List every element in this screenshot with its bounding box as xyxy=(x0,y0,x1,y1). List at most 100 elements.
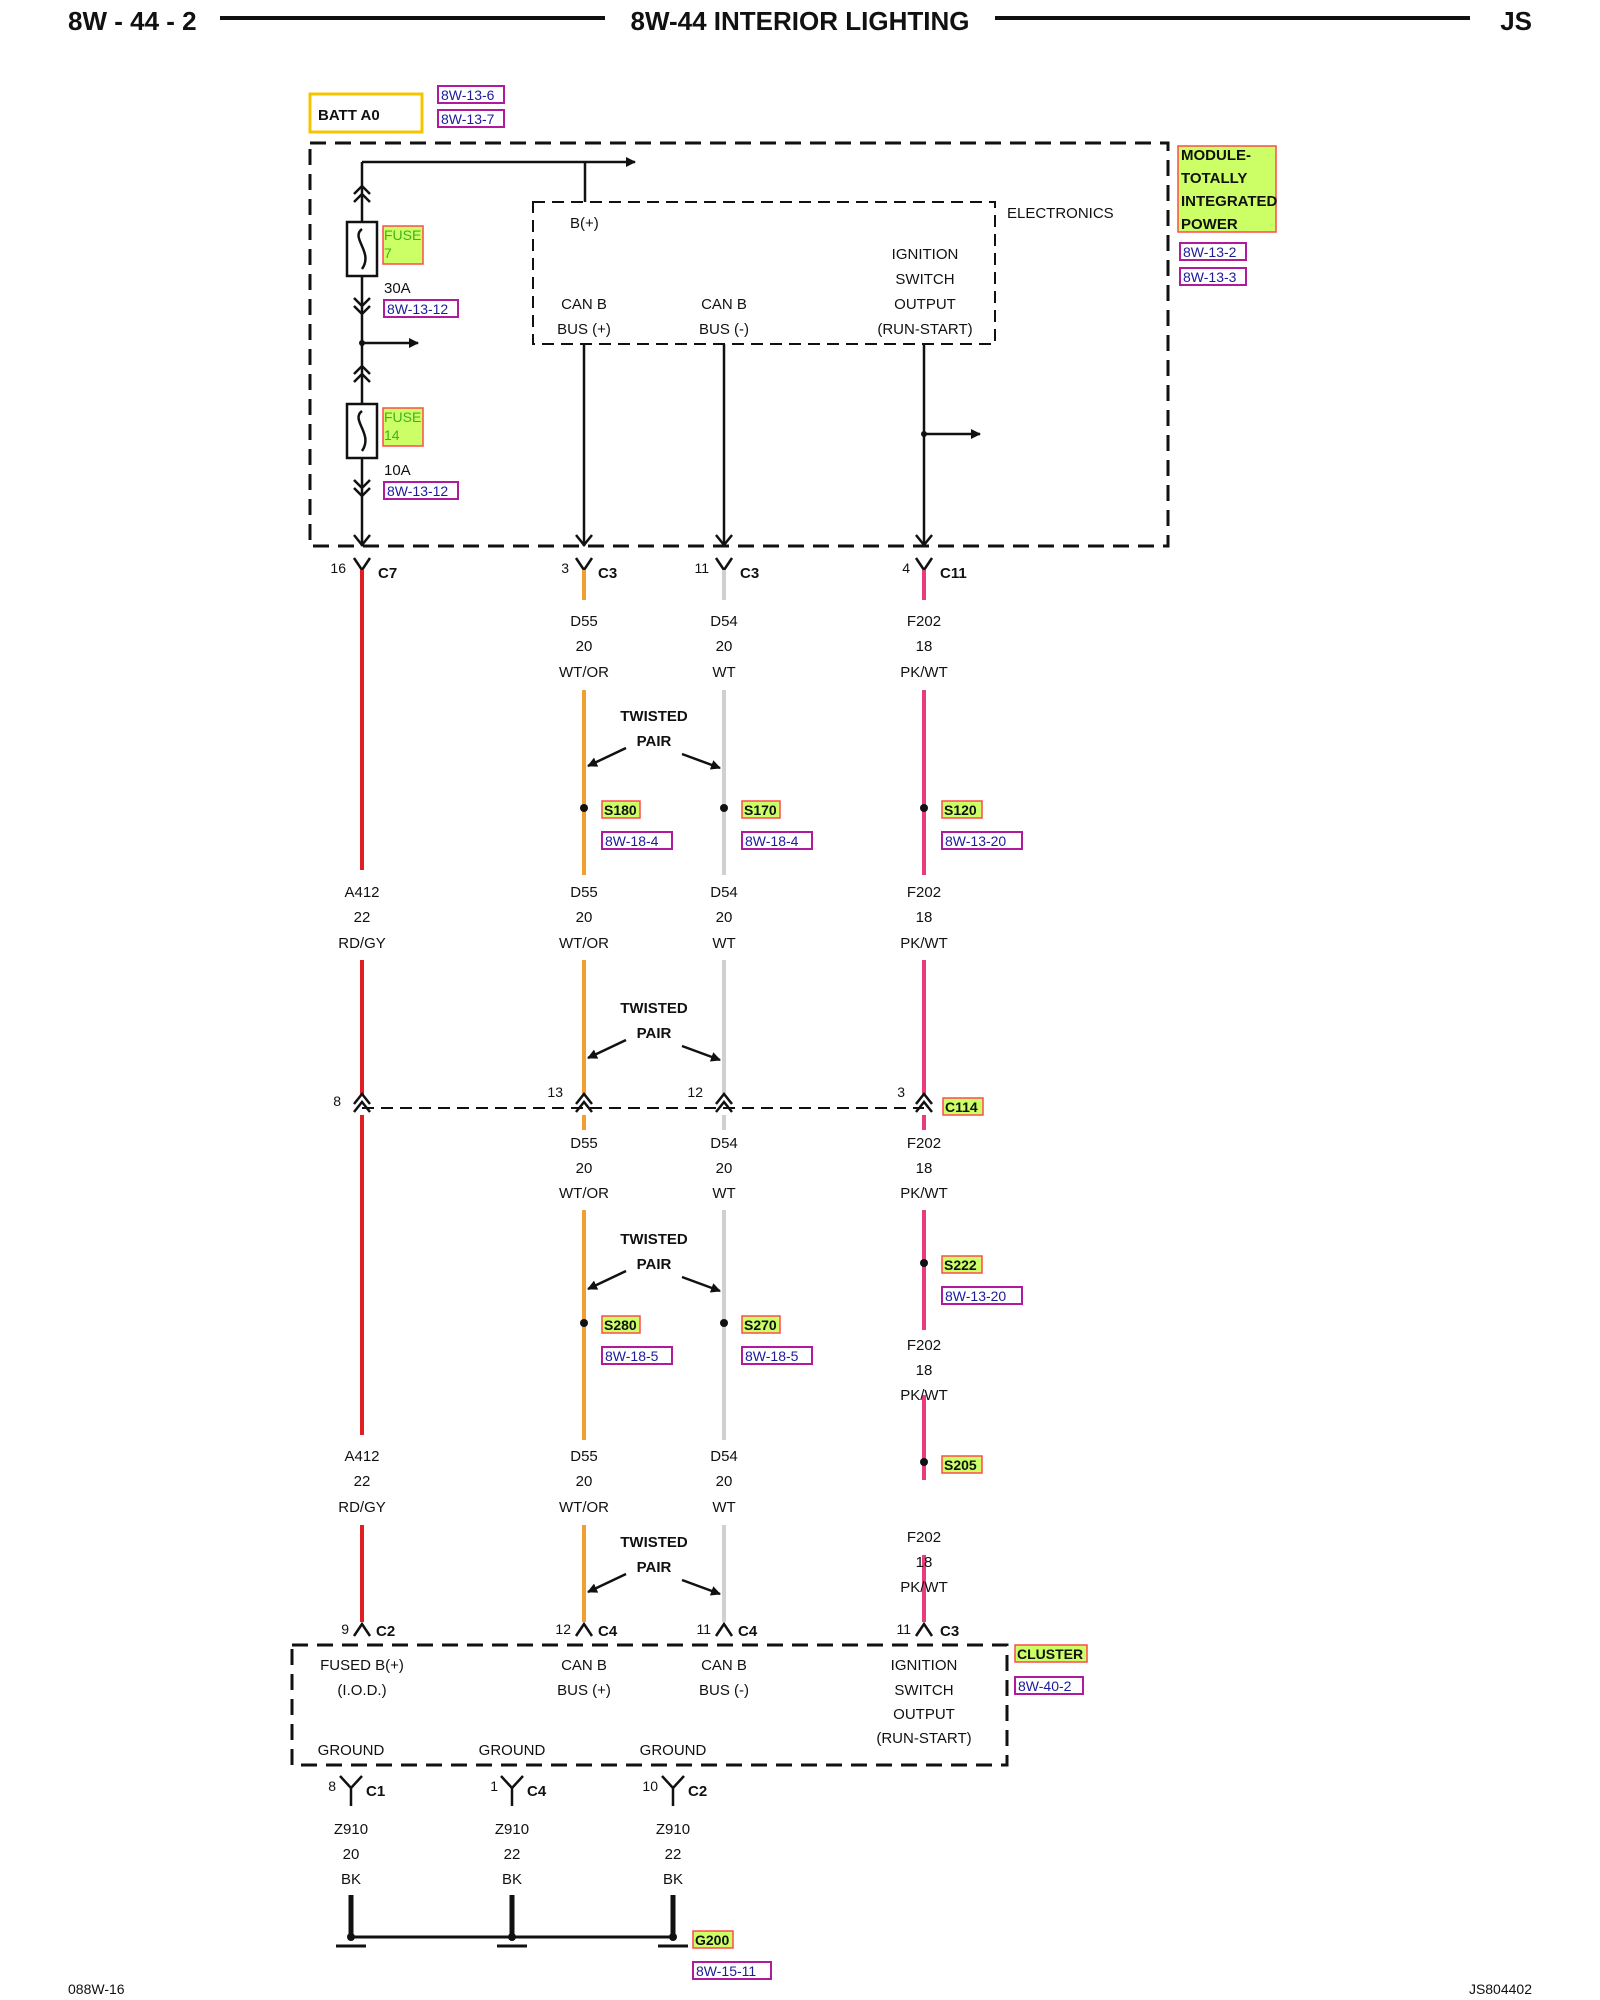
cluster-module: FUSED B(+) (I.O.D.) CAN B BUS (+) CAN B … xyxy=(290,1643,1088,1767)
s270-ref[interactable]: 8W-18-5 xyxy=(745,1348,799,1364)
footer-right-code: JS804402 xyxy=(1469,1981,1532,1997)
ground-c1: 8 C1 Z910 20 BK xyxy=(328,1775,385,1888)
svg-text:S170: S170 xyxy=(744,802,777,818)
f202-label-3: F202 xyxy=(907,1135,941,1152)
wires xyxy=(360,570,926,1622)
tipm-canb-minus-1: CAN B xyxy=(701,296,747,313)
tipm-name-4: POWER xyxy=(1181,216,1238,233)
s180-ref[interactable]: 8W-18-4 xyxy=(605,833,659,849)
d55-gauge-1: 20 xyxy=(576,638,593,655)
svg-text:Z910: Z910 xyxy=(495,1821,529,1838)
svg-text:S120: S120 xyxy=(944,802,977,818)
s120-ref[interactable]: 8W-13-20 xyxy=(945,833,1006,849)
d55-color-3: WT/OR xyxy=(559,1185,609,1202)
svg-text:11: 11 xyxy=(694,560,709,576)
bplus-label: B(+) xyxy=(570,215,599,232)
svg-text:4: 4 xyxy=(902,560,910,576)
cluster-ref[interactable]: 8W-40-2 xyxy=(1018,1678,1072,1694)
d55-gauge-2: 20 xyxy=(576,909,593,926)
connector-c3-can-plus-top: 3 C3 xyxy=(561,557,617,582)
tipm-ref-1[interactable]: 8W-13-2 xyxy=(1183,244,1237,260)
splice-s270: S270 8W-18-5 xyxy=(720,1315,813,1365)
f202-gauge-2: 18 xyxy=(916,909,933,926)
svg-text:3: 3 xyxy=(561,560,569,576)
a412-gauge-2: 22 xyxy=(354,1473,371,1490)
svg-text:C3: C3 xyxy=(740,565,759,582)
tipm-ign-2: SWITCH xyxy=(895,271,954,288)
splice-s180: S180 8W-18-4 xyxy=(580,800,673,850)
twisted-pair-1: TWISTED PAIR xyxy=(587,708,721,770)
s222-ref[interactable]: 8W-13-20 xyxy=(945,1288,1006,1304)
cluster-ign-3: OUTPUT xyxy=(893,1706,955,1723)
twisted-pair-4: TWISTED PAIR xyxy=(587,1534,721,1596)
cluster-ground-3: GROUND xyxy=(640,1742,707,1759)
a412-color-2: RD/GY xyxy=(338,1499,386,1516)
fuse-7-ref[interactable]: 8W-13-12 xyxy=(387,301,448,317)
d54-label-2: D54 xyxy=(710,884,738,901)
fuse-14-rating: 10A xyxy=(384,462,411,479)
svg-text:PAIR: PAIR xyxy=(637,1025,672,1042)
fuse-7-label: FUSE xyxy=(384,227,421,243)
splice-s205: S205 xyxy=(920,1455,983,1474)
tipm-name-2: TOTALLY xyxy=(1181,170,1247,187)
cluster-ground-1: GROUND xyxy=(318,1742,385,1759)
d55-gauge-3: 20 xyxy=(576,1160,593,1177)
d55-gauge-4: 20 xyxy=(576,1473,593,1490)
svg-text:C1: C1 xyxy=(366,1783,385,1800)
twisted-pair-2: TWISTED PAIR xyxy=(587,1000,721,1062)
twisted-pair-3: TWISTED PAIR xyxy=(587,1231,721,1293)
cluster-fused-1: FUSED B(+) xyxy=(320,1657,404,1674)
f202-color-3: PK/WT xyxy=(900,1185,948,1202)
svg-text:20: 20 xyxy=(343,1846,360,1863)
connector-c11-top: 4 C11 xyxy=(902,557,967,582)
page-footer: 088W-16 JS804402 xyxy=(68,1981,1532,1997)
svg-text:C2: C2 xyxy=(376,1623,395,1640)
f202-label-2: F202 xyxy=(907,884,941,901)
d54-gauge-1: 20 xyxy=(716,638,733,655)
s170-ref[interactable]: 8W-18-4 xyxy=(745,833,799,849)
svg-text:12: 12 xyxy=(687,1084,703,1100)
tipm-ign-4: (RUN-START) xyxy=(877,321,972,338)
f202-label-5: F202 xyxy=(907,1529,941,1546)
svg-text:S180: S180 xyxy=(604,802,637,818)
svg-text:PAIR: PAIR xyxy=(637,1256,672,1273)
batt-a0: BATT A0 8W-13-6 8W-13-7 xyxy=(308,85,505,134)
svg-text:C11: C11 xyxy=(940,565,967,582)
s280-ref[interactable]: 8W-18-5 xyxy=(605,1348,659,1364)
svg-text:Z910: Z910 xyxy=(656,1821,690,1838)
svg-text:TWISTED: TWISTED xyxy=(620,708,688,725)
a412-label-2: A412 xyxy=(344,1448,379,1465)
d54-color-3: WT xyxy=(712,1185,735,1202)
tipm-ign-3: OUTPUT xyxy=(894,296,956,313)
g200-ref[interactable]: 8W-15-11 xyxy=(696,1963,756,1979)
ground-connectors: 8 C1 Z910 20 BK 1 C4 Z910 22 BK 10 C2 Z9… xyxy=(328,1775,772,1980)
batt-ref-2[interactable]: 8W-13-7 xyxy=(441,111,495,127)
a412-gauge-1: 22 xyxy=(354,909,371,926)
tipm-name-3: INTEGRATED xyxy=(1181,193,1278,210)
svg-text:9: 9 xyxy=(341,1621,349,1637)
d54-gauge-2: 20 xyxy=(716,909,733,926)
batt-label: BATT A0 xyxy=(318,107,380,124)
svg-text:13: 13 xyxy=(547,1084,563,1100)
d55-color-1: WT/OR xyxy=(559,664,609,681)
svg-text:PAIR: PAIR xyxy=(637,733,672,750)
cluster-ign-2: SWITCH xyxy=(894,1682,953,1699)
tipm-canb-plus-2: BUS (+) xyxy=(557,321,611,338)
svg-text:TWISTED: TWISTED xyxy=(620,1231,688,1248)
splice-s170: S170 8W-18-4 xyxy=(720,800,813,850)
d55-label-1: D55 xyxy=(570,613,598,630)
bottom-connectors: 9 C2 12 C4 11 C4 11 C3 xyxy=(341,1621,959,1640)
d55-label-4: D55 xyxy=(570,1448,598,1465)
footer-left-code: 088W-16 xyxy=(68,1981,125,1997)
f202-gauge-4: 18 xyxy=(916,1362,933,1379)
svg-text:Z910: Z910 xyxy=(334,1821,368,1838)
batt-ref-1[interactable]: 8W-13-6 xyxy=(441,87,495,103)
tipm-ref-2[interactable]: 8W-13-3 xyxy=(1183,269,1237,285)
svg-text:C3: C3 xyxy=(598,565,617,582)
fuse-14-ref[interactable]: 8W-13-12 xyxy=(387,483,448,499)
page-id: 8W - 44 - 2 xyxy=(68,6,197,36)
tipm-canb-plus-1: CAN B xyxy=(561,296,607,313)
svg-text:3: 3 xyxy=(897,1084,905,1100)
g200-name: G200 xyxy=(695,1932,729,1948)
fuse-7-rating: 30A xyxy=(384,280,411,297)
